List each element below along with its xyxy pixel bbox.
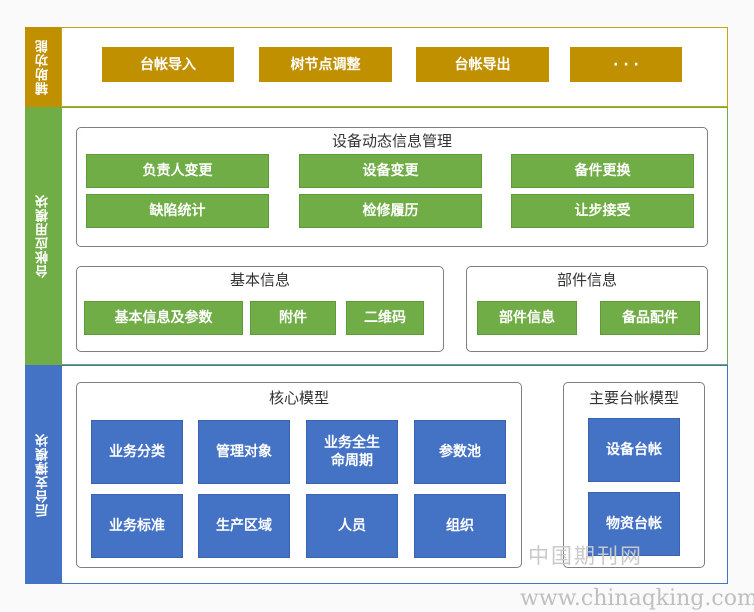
organization-button[interactable]: 组织 <box>414 494 506 558</box>
app-side-label: 台帐应用模块 <box>25 107 61 365</box>
personnel-button[interactable]: 人员 <box>306 494 398 558</box>
device-change-button[interactable]: 设备变更 <box>299 154 482 188</box>
app-label: 台帐应用模块 <box>35 194 51 278</box>
backend-side-label: 后台支撑模块 <box>25 365 61 584</box>
main-ledger-title: 主要台帐模型 <box>588 389 679 407</box>
basic-info-title: 基本信息 <box>229 271 290 289</box>
watermark-cn: 中国期刊网 <box>528 544 643 568</box>
parts-info-button[interactable]: 部件信息 <box>477 301 577 335</box>
aux-label: 辅助功能 <box>35 39 51 95</box>
qrcode-button[interactable]: 二维码 <box>346 301 424 335</box>
defect-stats-button[interactable]: 缺陷统计 <box>86 194 269 228</box>
business-standard-button[interactable]: 业务标准 <box>91 494 183 558</box>
import-button[interactable]: 台帐导入 <box>102 47 234 82</box>
watermark-url: www.chinaqking.com <box>520 586 754 611</box>
production-area-button[interactable]: 生产区域 <box>198 494 290 558</box>
basic-params-button[interactable]: 基本信息及参数 <box>84 301 243 335</box>
export-button[interactable]: 台帐导出 <box>416 47 549 82</box>
business-category-button[interactable]: 业务分类 <box>91 420 183 484</box>
device-ledger-button[interactable]: 设备台帐 <box>588 418 680 482</box>
parameter-pool-button[interactable]: 参数池 <box>414 420 506 484</box>
business-lifecycle-button[interactable]: 业务全生 命周期 <box>306 420 398 484</box>
core-model-title: 核心模型 <box>268 389 329 407</box>
attachment-button[interactable]: 附件 <box>250 301 336 335</box>
aux-side-label: 辅助功能 <box>25 27 61 107</box>
management-object-button[interactable]: 管理对象 <box>198 420 290 484</box>
parts-info-title: 部件信息 <box>556 271 617 289</box>
concession-accept-button[interactable]: 让步接受 <box>511 194 694 228</box>
material-ledger-button[interactable]: 物资台帐 <box>588 492 680 556</box>
more-button[interactable]: · · · <box>570 47 682 82</box>
dynamic-info-title: 设备动态信息管理 <box>331 132 452 150</box>
adjust-tree-node-button[interactable]: 树节点调整 <box>259 47 392 82</box>
spare-replace-button[interactable]: 备件更换 <box>511 154 694 188</box>
backend-label: 后台支撑模块 <box>35 432 51 517</box>
owner-change-button[interactable]: 负责人变更 <box>86 154 269 188</box>
maintenance-history-button[interactable]: 检修履历 <box>299 194 482 228</box>
spare-parts-button[interactable]: 备品配件 <box>600 301 700 335</box>
